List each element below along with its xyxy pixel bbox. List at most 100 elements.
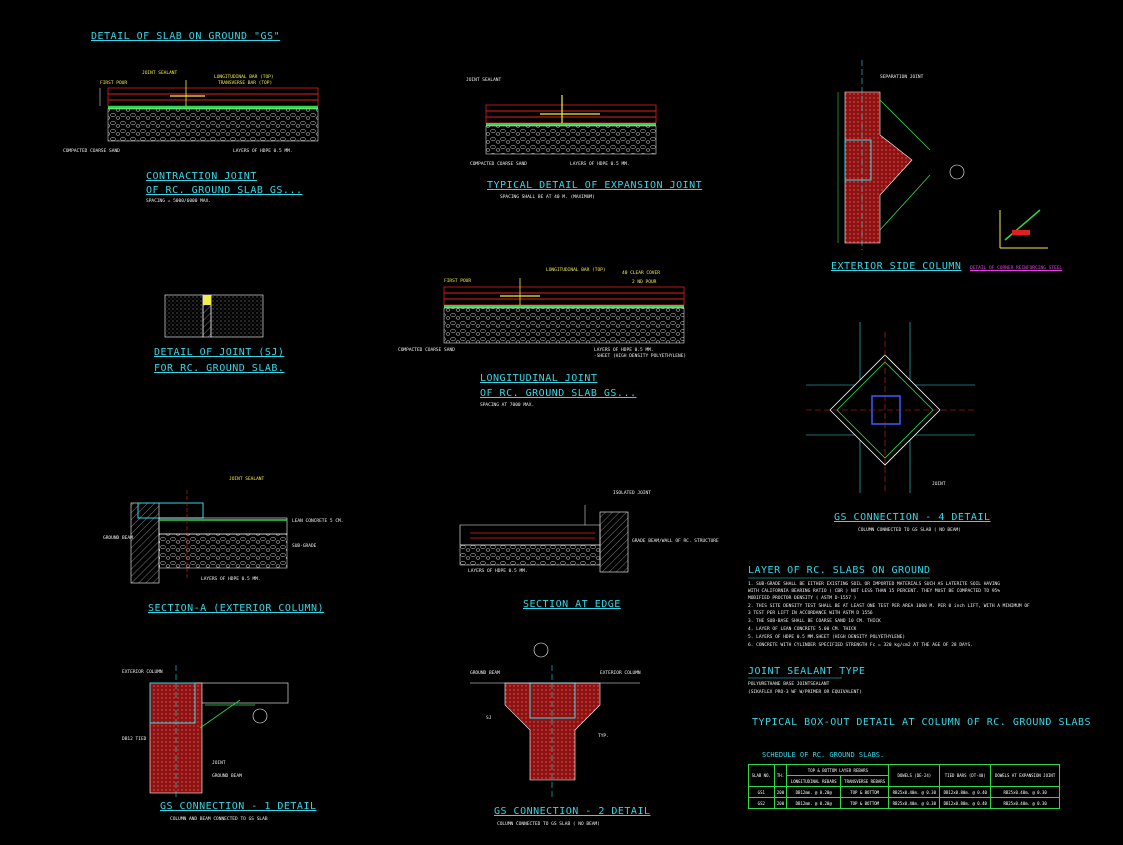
section-a-title: SECTION-A (EXTERIOR COLUMN) — [148, 603, 325, 614]
corner-steel-drawing — [999, 209, 1048, 249]
long-bar-label: LONGITUDINAL BAR (TOP) — [546, 268, 606, 273]
sealant-line-1: POLYURETHANE BASE JOINTSEALANT — [748, 682, 830, 687]
table-cell: 200 — [773, 786, 788, 798]
table-cell: 200 — [773, 797, 788, 809]
schedule-table: SLAB NO. TH. TOP & BOTTOM LAYER REBARS D… — [748, 764, 1060, 809]
table-row: GS1 200 DB12mm. @ 0.20@ TOP & BOTTOM RB2… — [748, 786, 1060, 798]
joint-sj-drawing — [164, 294, 264, 338]
exterior-column-drawing — [837, 60, 965, 250]
layer-item: 3. THE SUB-BASE SHALL BE COARSE SAND 10 … — [748, 619, 881, 624]
table-row: GS2 200 DB12mm. @ 0.20@ TOP & BOTTOM RB2… — [748, 797, 1060, 809]
subheader-cell: LONGITUDINAL REBARS — [786, 775, 841, 787]
grade-beam-label: GRADE BEAM/WALL OF RC. STRUCTURE — [632, 539, 719, 544]
gs2-typ: TYP. — [598, 734, 609, 739]
gs1-joint: JOINT — [212, 761, 226, 766]
contraction-title-1: CONTRACTION JOINT — [146, 171, 257, 182]
expansion-label: JOINT SEALANT — [466, 78, 502, 83]
layers-heading: LAYER OF RC. SLABS ON GROUND — [748, 565, 931, 576]
longitudinal-title-2: OF RC. GROUND SLAB GS... — [480, 388, 637, 399]
gs4-note: COLUMN CONNECTED TO GS SLAB ( NO BEAM) — [858, 528, 961, 533]
second-pour-label: 2 ND POUR — [632, 280, 657, 285]
section-edge-drawing — [459, 505, 629, 573]
schedule-heading: SCHEDULE OF RC. GROUND SLABS. — [762, 751, 885, 759]
gs4-drawing — [806, 322, 975, 493]
exterior-column-title: EXTERIOR SIDE COLUMN — [831, 261, 962, 272]
table-cell: GS1 — [748, 786, 775, 798]
long-first-pour: FIRST POUR — [444, 279, 472, 284]
header-cell: DOWELS AT EXPANSION JOINT — [990, 764, 1060, 787]
table-cell: GS2 — [748, 797, 775, 809]
section-a-drawing — [130, 490, 288, 584]
table-cell: TOP & BOTTOM — [839, 797, 890, 809]
layer-item: 3 TEST PER LIFT IN ACCORDANCE WITH ASTM … — [748, 611, 873, 616]
gs2-sj: SJ — [486, 716, 492, 721]
header-cell: SLAB NO. — [748, 764, 775, 787]
gs2-ground-beam: GROUND BEAM — [470, 671, 500, 676]
gs1-ext-col: EXTERIOR COLUMN — [122, 670, 163, 675]
joint-sj-title-1: DETAIL OF JOINT (SJ) — [154, 347, 285, 358]
longitudinal-bar-label: LONGITUDINAL BAR (TOP) — [214, 75, 274, 80]
expansion-sand-label: COMPACTED COARSE SAND — [470, 162, 527, 167]
table-header-row: SLAB NO. TH. TOP & BOTTOM LAYER REBARS D… — [748, 764, 1060, 787]
layer-item: 6. CONCRETE WITH CYLINDER SPECIFIED STRE… — [748, 643, 973, 648]
sec-a-ground-beam: GROUND BEAM — [103, 536, 133, 541]
sec-a-hdpe: LAYERS OF HDPE 0.5 MM. — [201, 577, 261, 582]
layer-item: WITH CALIFORNIA BEARING RATIO ( CBR ) NO… — [748, 589, 1000, 594]
layer-item: 1. SUB-GRADE SHALL BE EITHER EXISTING SO… — [748, 582, 1000, 587]
section-edge-title: SECTION AT EDGE — [523, 599, 621, 610]
hdpe-label: LAYERS OF HDPE 0.5 MM. — [233, 149, 293, 154]
layers-list: 1. SUB-GRADE SHALL BE EITHER EXISTING SO… — [748, 582, 1030, 648]
longitudinal-title-1: LONGITUDINAL JOINT — [480, 373, 598, 384]
long-hdpe-sheet: -SHEET (HIGH DENSITY POLYETHYLENE) — [594, 354, 687, 359]
gs2-ext-col: EXTERIOR COLUMN — [600, 671, 641, 676]
sec-a-lean: LEAN CONCRETE 5 CM. — [292, 519, 344, 524]
longitudinal-note: SPACING AT 7000 MAX. — [480, 403, 535, 408]
detail-gs-title: DETAIL OF SLAB ON GROUND "GS" — [91, 31, 281, 42]
sealant-heading: JOINT SEALANT TYPE — [748, 666, 866, 677]
layer-item: 2. THIS SITE DENSITY TEST SHALL BE AT LE… — [748, 604, 1030, 609]
boxout-title: TYPICAL BOX-OUT DETAIL AT COLUMN OF RC. … — [752, 717, 1092, 728]
gs1-db12: DB12 TIED — [122, 737, 147, 742]
gs1-drawing — [149, 665, 289, 800]
expansion-note: SPACING SHALL BE AT 40 M. (MAXIMUM) — [500, 195, 595, 200]
long-hdpe-label: LAYERS OF HDPE 0.5 MM. — [594, 348, 654, 353]
expansion-title: TYPICAL DETAIL OF EXPANSION JOINT — [487, 180, 703, 191]
gs2-title: GS CONNECTION - 2 DETAIL — [494, 806, 651, 817]
table-cell: RB25x0.40m. @ 0.30 — [888, 786, 941, 798]
expansion-joint-drawing — [485, 95, 657, 155]
table-cell: DB12x0.80m. @ 0.40 — [939, 797, 992, 809]
expansion-hdpe-label: LAYERS OF HDPE 0.5 MM. — [570, 162, 630, 167]
table-cell: DB12x0.80m. @ 0.40 — [939, 786, 992, 798]
sec-a-sealant: JOINT SEALANT — [229, 477, 265, 482]
gs1-note: COLUMN AND BEAM CONNECTED TO GS SLAB — [170, 817, 268, 822]
contraction-note: SPACING = 5000/6000 MAX. — [146, 199, 212, 204]
layer-item: MODIFIED PROCTOR DENSITY ( ASTM D-1557 ) — [748, 596, 857, 601]
first-pour-label: FIRST POUR — [100, 81, 128, 86]
gs4-joint-label: JOINT — [932, 482, 946, 487]
sec-a-subgrade: SUB-GRADE — [292, 544, 317, 549]
contraction-joint-drawing — [99, 80, 319, 142]
longitudinal-joint-drawing — [443, 278, 685, 344]
long-sand-label: COMPACTED COARSE SAND — [398, 348, 455, 353]
gs2-note: COLUMN CONNECTED TO GS SLAB ( NO BEAM) — [497, 822, 600, 827]
transverse-bar-label: TRANSVERSE BAR (TOP) — [218, 81, 273, 86]
subheader-cell: TRANSVERSE REBARS — [839, 775, 890, 787]
table-cell: RB25x0.40m. @ 0.30 — [990, 797, 1060, 809]
sealant-line-2: (SIKAFLEX PRO-3 WF W/PRIMER OR EQUIVALEN… — [748, 690, 862, 695]
header-cell: DOWELS (DE-24) — [888, 764, 941, 787]
corner-steel-title: DETAIL OF CORNER REINFORCING STEEL — [970, 266, 1063, 271]
layer-item: 4. LAYER OF LEAN CONCRETE 5.00 CM. THICK — [748, 627, 857, 632]
table-cell: DB12mm. @ 0.20@ — [786, 786, 841, 798]
header-cell: TH. — [773, 764, 788, 787]
clear-cover-label: 40 CLEAR COVER — [622, 271, 660, 276]
gs1-ground-beam: GROUND BEAM — [212, 774, 242, 779]
joint-sj-title-2: FOR RC. GROUND SLAB. — [154, 363, 285, 374]
contraction-title-2: OF RC. GROUND SLAB GS... — [146, 185, 303, 196]
table-cell: RB25x0.40m. @ 0.30 — [990, 786, 1060, 798]
table-cell: TOP & BOTTOM — [839, 786, 890, 798]
gs4-title: GS CONNECTION - 4 DETAIL — [834, 512, 991, 523]
separation-joint-label: SEPARATION JOINT — [880, 75, 924, 80]
header-cell: TIED BARS (DT-40) — [939, 764, 992, 787]
